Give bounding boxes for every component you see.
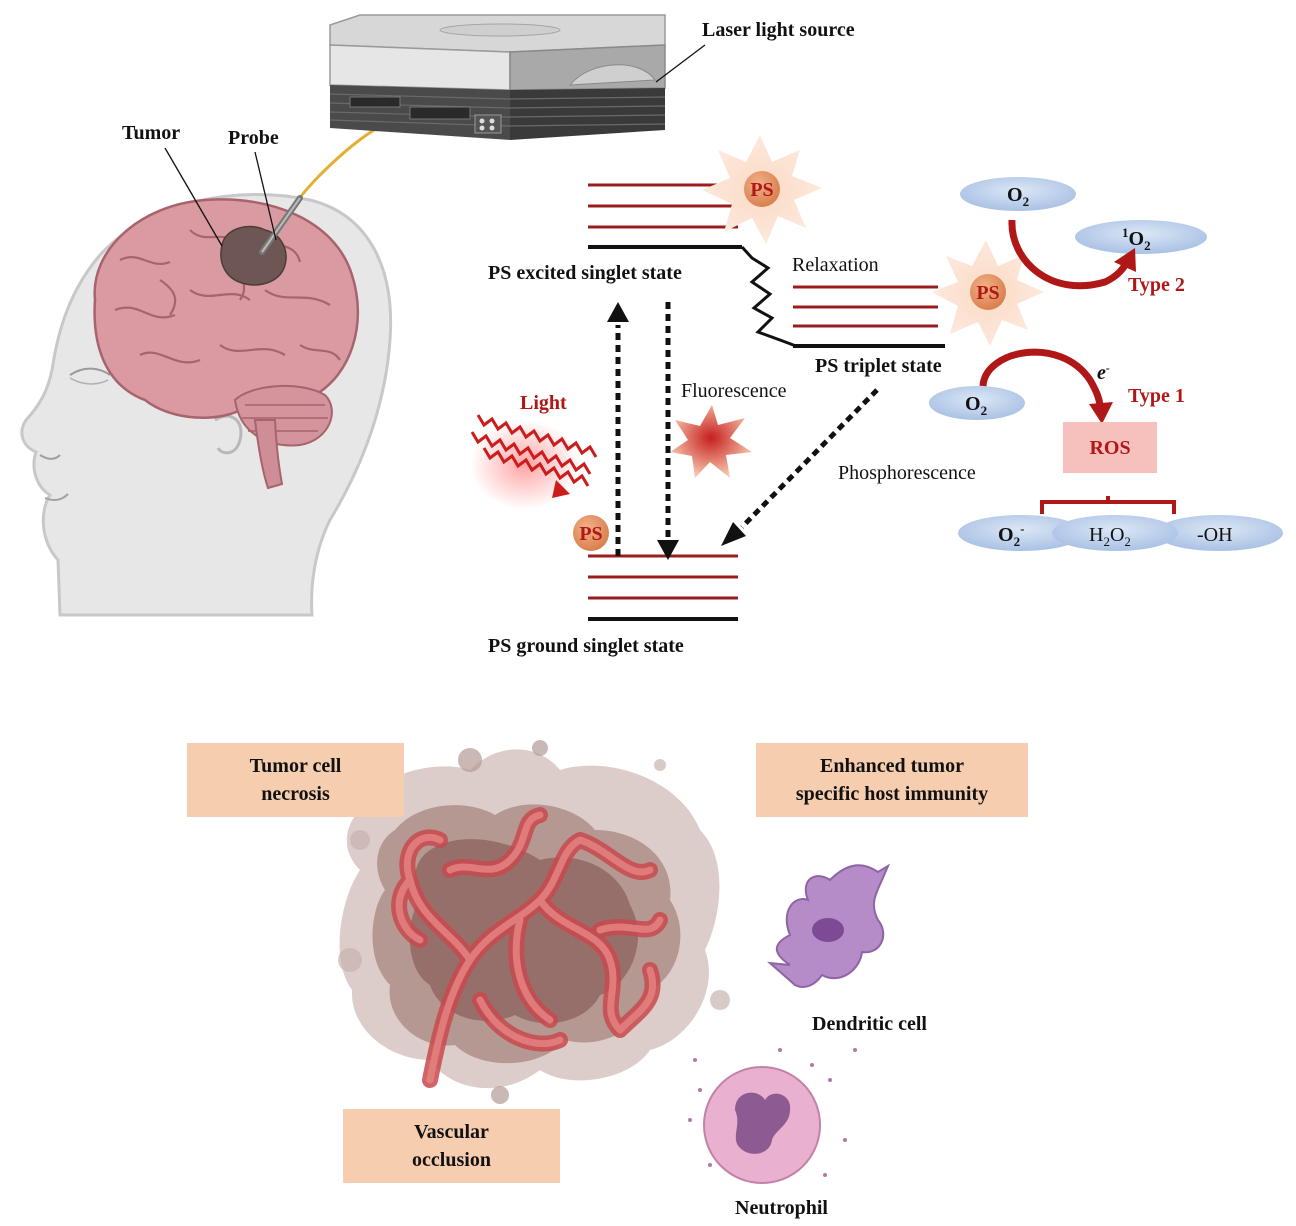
relaxation-label: Relaxation <box>792 254 879 276</box>
o2-ellipse-type1 <box>929 386 1025 420</box>
o2-ellipse-type2 <box>960 177 1076 211</box>
hydroxyl-label: -OH <box>1197 524 1233 546</box>
ground-levels <box>588 554 738 621</box>
tumor-label: Tumor <box>122 122 180 144</box>
triplet-state-label: PS triplet state <box>815 355 942 377</box>
type1-arrow <box>979 348 1104 409</box>
fluorescence-label: Fluorescence <box>681 380 787 402</box>
electron-label: e- <box>1097 361 1110 384</box>
vascular-occlusion-box: Vascular occlusion <box>343 1109 560 1183</box>
o2-label-type2: O2 <box>1007 184 1029 209</box>
blood-vessels-illustration <box>391 807 668 1088</box>
excited-state-label: PS excited singlet state <box>488 262 682 284</box>
host-immunity-line2: specific host immunity <box>795 783 989 805</box>
phosphorescence-arrow <box>740 388 879 529</box>
type2-arrow <box>1008 219 1132 290</box>
tumor-necrosis-box: Tumor cell necrosis <box>187 743 404 817</box>
dendritic-cell-illustration <box>767 863 891 988</box>
neutrophil-illustration <box>688 1048 857 1184</box>
host-immunity-box: Enhanced tumor specific host immunity <box>756 743 1028 817</box>
ros-bracket <box>1040 496 1176 514</box>
ros-box <box>1063 422 1157 473</box>
hydroxyl-ellipse <box>1155 515 1283 551</box>
type1-label: Type 1 <box>1128 385 1185 407</box>
singlet-o2-ellipse <box>1075 220 1207 254</box>
superoxide-ellipse <box>958 515 1084 551</box>
ps-label-excited: PS <box>750 179 773 201</box>
ps-excited: PS <box>702 135 822 244</box>
vascular-occlusion-line2: occlusion <box>412 1149 491 1171</box>
light-label: Light <box>520 392 567 414</box>
fluorescence-burst-icon <box>670 405 752 478</box>
h2o2-ellipse <box>1052 515 1178 551</box>
ps-label-ground: PS <box>579 523 602 545</box>
laser-device <box>329 14 666 140</box>
phosphorescence-label: Phosphorescence <box>838 462 976 484</box>
triplet-levels <box>793 285 945 348</box>
dendritic-cell-label: Dendritic cell <box>812 1013 927 1035</box>
host-immunity-line1: Enhanced tumor <box>820 755 964 777</box>
ros-label: ROS <box>1089 437 1130 459</box>
laser-label: Laser light source <box>702 19 855 41</box>
type2-label: Type 2 <box>1128 274 1185 296</box>
probe-label: Probe <box>228 127 279 149</box>
h2o2-label: H2O2 <box>1089 524 1131 549</box>
ps-ground: PS <box>573 515 609 551</box>
vascular-occlusion-line1: Vascular <box>414 1121 489 1143</box>
relaxation-zigzag <box>740 245 797 348</box>
brain-illustration <box>93 198 360 490</box>
superoxide-label: O2- <box>998 521 1024 549</box>
ps-triplet: PS <box>932 240 1044 346</box>
ground-state-label: PS ground singlet state <box>488 635 684 657</box>
light-waves-icon <box>470 414 598 510</box>
o2-label-type1: O2 <box>965 393 987 418</box>
singlet-o2-label: 1O2 <box>1122 225 1151 253</box>
excited-singlet-levels <box>588 183 742 249</box>
tumor-necrosis-line2: necrosis <box>261 783 330 805</box>
neutrophil-label: Neutrophil <box>735 1197 828 1219</box>
ps-label-triplet: PS <box>976 282 999 304</box>
tumor-necrosis-line1: Tumor cell <box>249 755 342 777</box>
